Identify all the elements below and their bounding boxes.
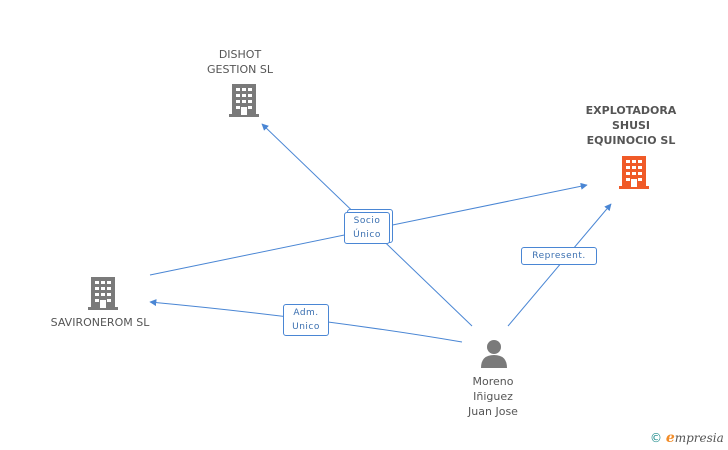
edge-label-line: Adm. — [293, 308, 319, 318]
brand-logo-e: e — [665, 430, 675, 446]
edge-label-adm-unico[interactable]: Adm. Unico — [283, 304, 329, 336]
node-label-line: EQUINOCIO SL — [586, 134, 676, 147]
person-icon[interactable] — [481, 340, 507, 368]
node-label-dishot[interactable]: DISHOT GESTION SL — [200, 47, 280, 77]
node-label-line: SAVIRONEROM SL — [50, 316, 150, 329]
node-label-savironerom[interactable]: SAVIRONEROM SL — [40, 315, 160, 330]
edge-label-represent[interactable]: Represent. — [521, 247, 597, 265]
edge-moreno-to-explotadora — [507, 203, 612, 327]
edge-label-line: Represent. — [532, 251, 586, 261]
copyright-icon: © — [650, 431, 662, 445]
copyright-brand: © empresia — [650, 430, 724, 446]
edge-label-line: Unico — [292, 322, 320, 332]
node-label-line: EXPLOTADORA — [585, 104, 677, 117]
node-label-line: Juan Jose — [468, 405, 518, 418]
building-icon[interactable] — [229, 84, 259, 117]
edge-label-line: Socio — [353, 216, 381, 226]
node-label-moreno[interactable]: Moreno Iñiguez Juan Jose — [453, 374, 533, 419]
brand-logo-text: mpresia — [674, 431, 724, 445]
building-icon[interactable] — [88, 277, 118, 310]
node-label-line: SHUSI — [611, 119, 651, 132]
node-label-line: Moreno — [472, 375, 514, 388]
node-label-line: GESTION SL — [207, 63, 273, 76]
edge-label-line: Único — [353, 230, 381, 240]
node-label-explotadora[interactable]: EXPLOTADORA SHUSI EQUINOCIO SL — [576, 103, 686, 148]
node-label-line: DISHOT — [218, 48, 262, 61]
building-icon[interactable] — [619, 156, 649, 189]
node-label-line: Iñiguez — [473, 390, 513, 403]
edge-label-socio-unico[interactable]: Socio Único — [344, 212, 390, 244]
